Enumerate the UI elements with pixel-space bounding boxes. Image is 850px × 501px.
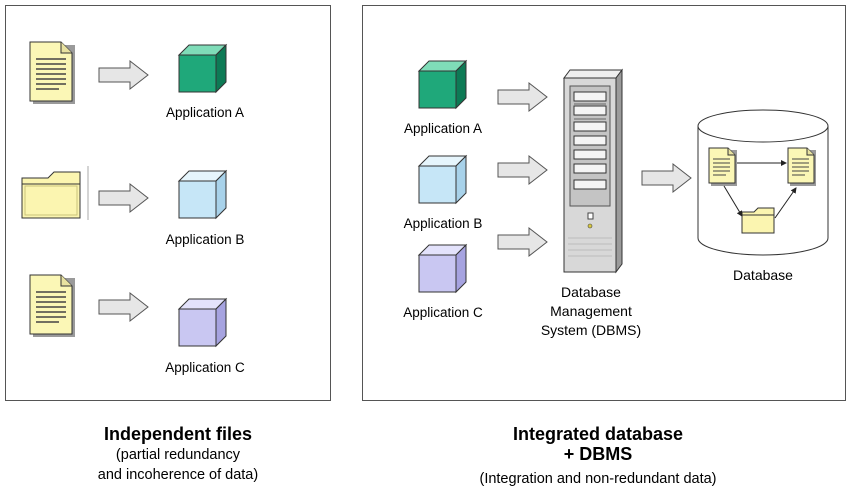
cube-icon-application-a [417, 59, 468, 110]
dbms-label-line: Database [561, 284, 621, 300]
application-b-label: Application B [403, 216, 483, 231]
integrated-database-title: Integrated database + DBMS [478, 424, 718, 464]
arrow-icon [497, 226, 548, 258]
server-tower-icon [563, 68, 623, 274]
cube-icon-application-a [177, 43, 228, 94]
subtitle-line: and incoherence of data) [97, 467, 259, 483]
title-line: Integrated database [512, 424, 684, 444]
arrow-icon [641, 162, 692, 194]
dbms-label-line: Management [550, 303, 632, 319]
integrated-database-subtitle: (Integration and non-redundant data) [479, 471, 717, 487]
dbms-label-line: System (DBMS) [540, 322, 642, 338]
application-a-label: Application A [403, 121, 483, 136]
cube-icon-application-c [177, 297, 228, 348]
database-label: Database [733, 267, 793, 283]
independent-files-title: Independent files [103, 424, 253, 444]
application-a-label: Application A [165, 105, 245, 120]
document-icon [29, 41, 75, 104]
subtitle-line: (partial redundancy [115, 447, 241, 463]
title-line: + DBMS [563, 444, 633, 464]
cube-icon-application-b [417, 154, 468, 205]
application-c-label: Application C [403, 305, 483, 320]
arrow-icon [497, 154, 548, 186]
application-b-label: Application B [165, 232, 245, 247]
database-cylinder-icon [697, 109, 829, 256]
cube-icon-application-c [417, 243, 468, 294]
dbms-label: Database Management System (DBMS) [511, 283, 671, 340]
document-icon [29, 274, 75, 337]
independent-files-subtitle: (partial redundancy and incoherence of d… [48, 445, 308, 485]
cube-icon-application-b [177, 169, 228, 220]
arrow-icon [98, 59, 149, 91]
application-c-label: Application C [165, 360, 245, 375]
folder-icon [21, 166, 89, 220]
arrow-icon [497, 81, 548, 113]
arrow-icon [98, 182, 149, 214]
arrow-icon [98, 291, 149, 323]
